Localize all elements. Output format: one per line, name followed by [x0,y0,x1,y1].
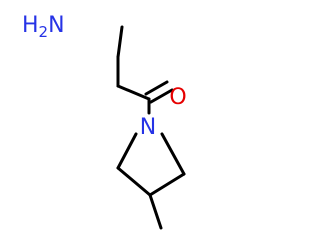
bond-ch2-carbonyl [116,84,151,101]
bond-ring-c4-c5 [160,132,186,176]
bond-carbonyl-oxygen-1 [149,88,174,104]
bond-ch2-ch2-upper [116,25,124,59]
amine-nitrogen: N [48,13,64,38]
molecule-structure: H2N O N [22,13,187,230]
amine-hydrogen: H [22,13,39,38]
bond-ring-c2-c3 [116,166,152,197]
bond-ring-c3-c4 [148,172,186,197]
bond-carbonyl-oxygen-2 [144,80,169,96]
bond-methyl [148,193,163,230]
bond-ring-n-c2 [116,132,138,170]
amine-subscript: 2 [39,23,49,41]
amine-label: H2N [22,13,65,41]
ring-nitrogen-label: N [140,115,156,140]
carbonyl-oxygen-label: O [169,85,186,110]
